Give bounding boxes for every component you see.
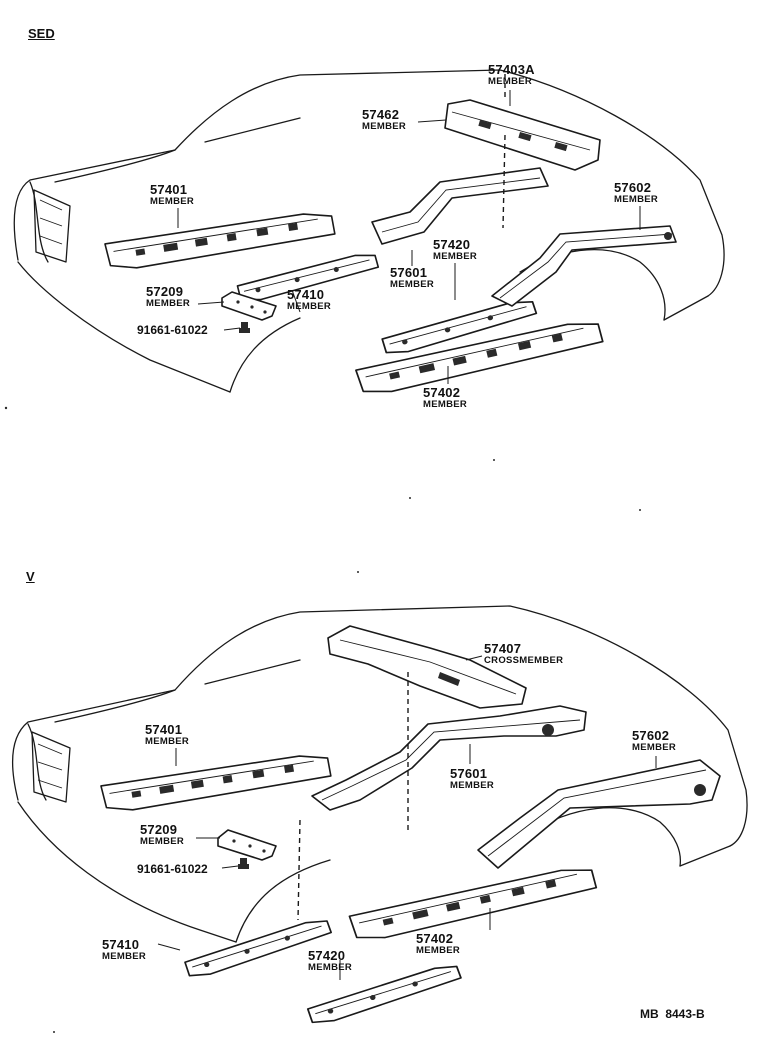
part-number: 57401 bbox=[150, 182, 188, 197]
part-number: 57410 bbox=[102, 937, 140, 952]
v-57401-member bbox=[99, 753, 334, 813]
sed-callout-57209: 57209 MEMBER bbox=[146, 285, 190, 309]
v-57407-crossmember bbox=[327, 625, 527, 709]
v-callout-57410: 57410 MEMBER bbox=[102, 938, 146, 962]
v-callout-57209: 57209 MEMBER bbox=[140, 823, 184, 847]
sed-car-outline bbox=[13, 69, 725, 393]
sed-guide-line bbox=[502, 134, 506, 229]
part-number: 57601 bbox=[390, 265, 428, 280]
part-number: 57401 bbox=[145, 722, 183, 737]
part-number: 57601 bbox=[450, 766, 488, 781]
part-number: 57420 bbox=[308, 948, 346, 963]
part-number: 57209 bbox=[146, 284, 184, 299]
part-number: 57462 bbox=[362, 107, 400, 122]
v-callout-91661-61022: 91661-61022 bbox=[137, 862, 208, 876]
sed-57602-member bbox=[491, 225, 677, 307]
part-number: 57420 bbox=[433, 237, 471, 252]
sed-bolt-91661-61022 bbox=[239, 322, 250, 333]
part-number: 57407 bbox=[484, 641, 522, 656]
sed-57209-member bbox=[221, 291, 277, 321]
part-name: MEMBER bbox=[450, 780, 495, 791]
sed-callout-91661-61022: 91661-61022 bbox=[137, 323, 208, 337]
part-name: MEMBER bbox=[416, 945, 461, 956]
sed-callout-57601: 57601 MEMBER bbox=[390, 266, 434, 290]
v-callout-57602: 57602 MEMBER bbox=[632, 729, 676, 753]
diagram-code: MB 8443-B bbox=[640, 1007, 705, 1021]
part-name: MEMBER bbox=[614, 194, 659, 205]
sed-57402-member bbox=[352, 318, 607, 397]
v-car-outline bbox=[11, 605, 748, 943]
v-guide-line-front bbox=[297, 819, 301, 921]
part-name: MEMBER bbox=[632, 742, 677, 753]
v-callout-57420: 57420 MEMBER bbox=[308, 949, 352, 973]
part-name: MEMBER bbox=[140, 836, 185, 847]
part-name: MEMBER bbox=[488, 76, 533, 87]
sed-57401-member bbox=[103, 211, 338, 271]
part-name: MEMBER bbox=[146, 298, 191, 309]
sed-callout-57602: 57602 MEMBER bbox=[614, 181, 658, 205]
section-title-sed: SED bbox=[28, 26, 55, 41]
part-name: MEMBER bbox=[150, 196, 195, 207]
part-number: 57402 bbox=[423, 385, 461, 400]
v-57602-member bbox=[477, 759, 721, 869]
part-number: 57410 bbox=[287, 287, 325, 302]
v-callout-57407: 57407 CROSSMEMBER bbox=[484, 642, 563, 666]
part-name: MEMBER bbox=[145, 736, 190, 747]
sed-leader-lines bbox=[177, 90, 641, 384]
part-name: MEMBER bbox=[102, 951, 147, 962]
part-name: MEMBER bbox=[423, 399, 468, 410]
v-leader-lines bbox=[157, 655, 657, 980]
v-57601-member bbox=[311, 705, 587, 811]
sed-callout-57403a: 57403A MEMBER bbox=[488, 63, 535, 87]
sed-callout-57402: 57402 MEMBER bbox=[423, 386, 467, 410]
part-number: 57602 bbox=[614, 180, 652, 195]
part-number: 57602 bbox=[632, 728, 670, 743]
sed-57601-member bbox=[371, 167, 549, 245]
part-name: MEMBER bbox=[308, 962, 353, 973]
part-name: MEMBER bbox=[433, 251, 478, 262]
part-name: CROSSMEMBER bbox=[484, 655, 564, 666]
sed-callout-57410: 57410 MEMBER bbox=[287, 288, 331, 312]
sed-callout-57420: 57420 MEMBER bbox=[433, 238, 477, 262]
v-callout-57601: 57601 MEMBER bbox=[450, 767, 494, 791]
part-name: MEMBER bbox=[390, 279, 435, 290]
part-name: MEMBER bbox=[287, 301, 332, 312]
sed-callout-57462: 57462 MEMBER bbox=[362, 108, 406, 132]
v-57402-member bbox=[346, 865, 600, 943]
part-name: MEMBER bbox=[362, 121, 407, 132]
v-57209-member bbox=[217, 829, 277, 861]
part-number: 57209 bbox=[140, 822, 178, 837]
v-callout-57402: 57402 MEMBER bbox=[416, 932, 460, 956]
part-number: 57403A bbox=[488, 62, 535, 77]
v-bolt-91661-61022 bbox=[238, 858, 249, 869]
sed-callout-57401: 57401 MEMBER bbox=[150, 183, 194, 207]
v-callout-57401: 57401 MEMBER bbox=[145, 723, 189, 747]
section-title-v: V bbox=[26, 569, 35, 584]
scan-specks bbox=[4, 406, 641, 1033]
sed-57462-member bbox=[444, 99, 601, 171]
part-number: 57402 bbox=[416, 931, 454, 946]
v-57420-member bbox=[303, 963, 466, 1026]
